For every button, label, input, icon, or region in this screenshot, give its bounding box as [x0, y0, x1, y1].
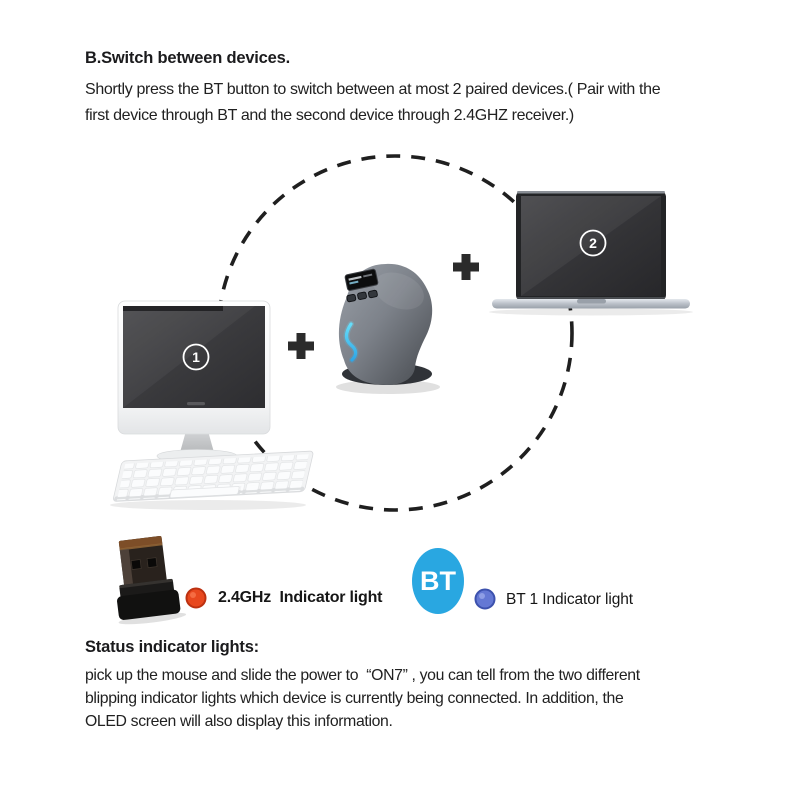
- laptop-base: [492, 299, 690, 309]
- bt-indicator-label: BT 1 Indicator light: [506, 591, 633, 608]
- keyboard-icon: [110, 450, 314, 510]
- device1-number: 1: [192, 349, 200, 365]
- keyboard-spacebar: [169, 486, 240, 498]
- laptop-icon: 2: [489, 191, 693, 316]
- desktop-screen-glare: [123, 306, 255, 408]
- device1-number-circle: [182, 343, 210, 371]
- desktop-screen-top-strip: [123, 306, 223, 311]
- status-paragraph: pick up the mouse and slide the power to…: [85, 664, 640, 733]
- mouse-oled-screen: [344, 268, 379, 291]
- laptop-hinge: [517, 297, 665, 301]
- status-line-2: blipping indicator lights which device i…: [85, 690, 624, 707]
- vertical-mouse-icon: [336, 263, 440, 394]
- mouse-buttons: [346, 289, 378, 303]
- status-line-1: pick up the mouse and slide the power to…: [85, 667, 640, 684]
- device2-number: 2: [589, 235, 597, 251]
- rf-indicator-dot: [185, 587, 207, 609]
- desktop-screen-bottom-mark: [187, 402, 205, 406]
- laptop-screen-glare: [521, 196, 661, 296]
- bt-badge-icon: BT: [412, 548, 464, 614]
- bt-indicator-dot: [474, 588, 496, 610]
- desktop-screen: [123, 306, 265, 408]
- switch-paragraph: Shortly press the BT button to switch be…: [85, 77, 661, 128]
- keyboard-keys: [118, 454, 310, 493]
- switch-line-1: Shortly press the BT button to switch be…: [85, 81, 661, 98]
- keyboard-keys-left: [116, 489, 171, 501]
- plus-icon: [453, 254, 479, 280]
- bt-badge-text: BT: [420, 566, 456, 596]
- device2-number-circle: [579, 229, 607, 257]
- laptop-shadow: [489, 308, 693, 316]
- plus-icon: [288, 333, 314, 359]
- mouse-highlight: [374, 272, 424, 310]
- mouse-led-strip: [344, 322, 358, 362]
- laptop-base-notch: [577, 299, 606, 304]
- usb-receiver-icon: [117, 535, 187, 625]
- switch-line-2: first device through BT and the second d…: [85, 106, 574, 124]
- laptop-lid-edge: [517, 191, 665, 194]
- status-heading: Status indicator lights:: [85, 638, 259, 656]
- desktop-computer-icon: 1: [117, 300, 271, 467]
- keyboard-keys-right: [239, 482, 303, 494]
- rf-indicator-label: 2.4GHz Indicator light: [218, 589, 383, 606]
- laptop-screen: [521, 196, 661, 296]
- mouse-shadow: [336, 380, 440, 394]
- switch-heading: B.Switch between devices.: [85, 49, 290, 67]
- status-line-3: OLED screen will also display this infor…: [85, 713, 393, 730]
- keyboard-shadow: [110, 500, 306, 510]
